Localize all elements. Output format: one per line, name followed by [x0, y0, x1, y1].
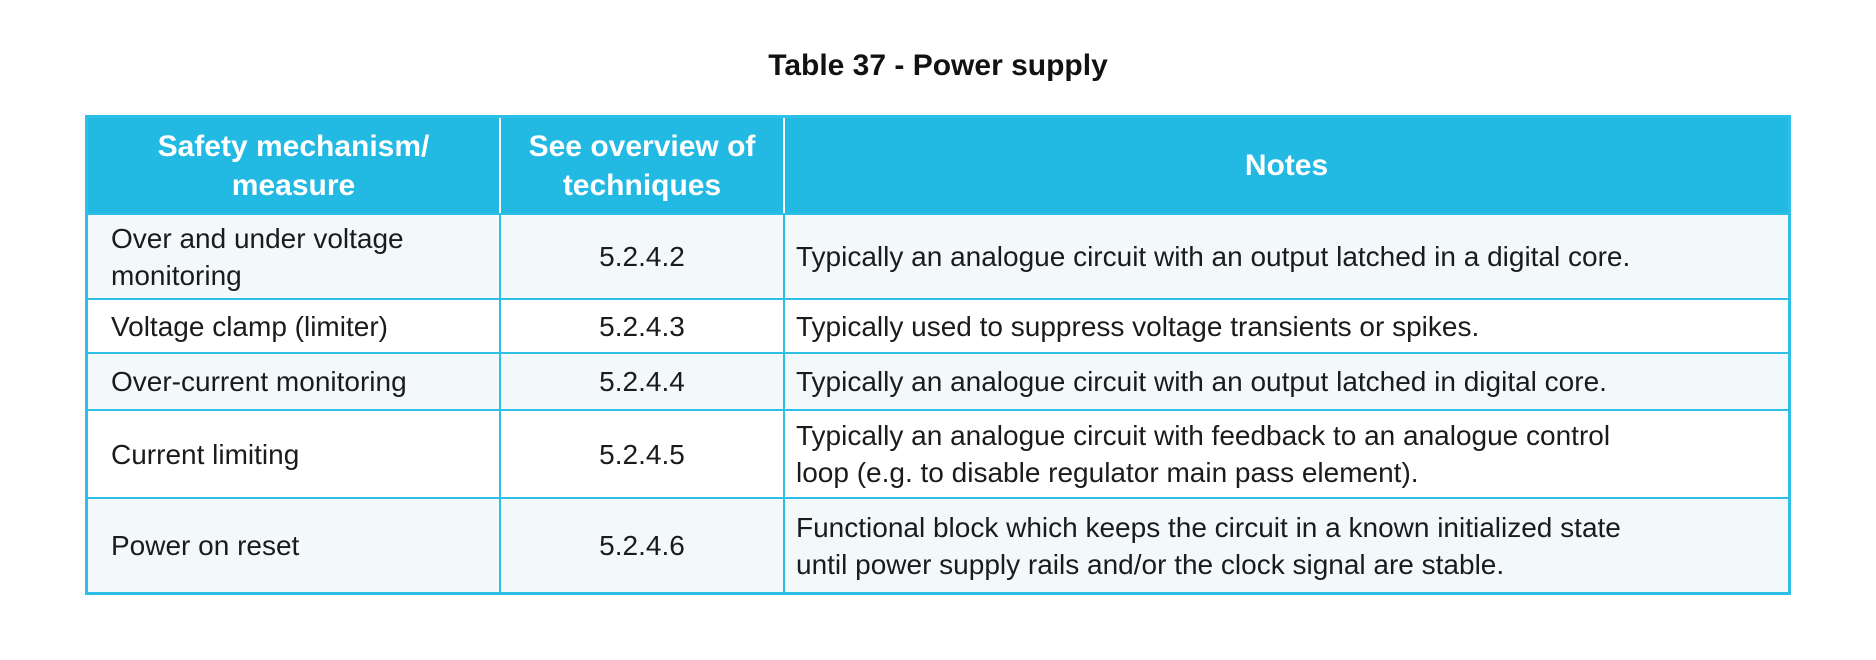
- cell-technique-ref: 5.2.4.5: [501, 409, 785, 497]
- header-safety-mechanism: Safety mechanism/ measure: [88, 118, 501, 213]
- cell-technique-ref: 5.2.4.6: [501, 497, 785, 592]
- cell-notes: Typically used to suppress voltage trans…: [785, 298, 1788, 352]
- cell-notes: Typically an analogue circuit with feedb…: [785, 409, 1788, 497]
- cell-technique-ref: 5.2.4.2: [501, 213, 785, 298]
- cell-mechanism: Current limiting: [88, 409, 501, 497]
- table-row: Voltage clamp (limiter) 5.2.4.3 Typicall…: [88, 298, 1788, 352]
- cell-notes: Typically an analogue circuit with an ou…: [785, 352, 1788, 409]
- power-supply-table: Safety mechanism/ measure See overview o…: [85, 115, 1791, 595]
- header-row: Safety mechanism/ measure See overview o…: [88, 118, 1788, 213]
- cell-notes: Functional block which keeps the circuit…: [785, 497, 1788, 592]
- table-row: Over-current monitoring 5.2.4.4 Typicall…: [88, 352, 1788, 409]
- header-notes: Notes: [785, 118, 1788, 213]
- table-row: Over and under voltage monitoring 5.2.4.…: [88, 213, 1788, 298]
- table-caption: Table 37 - Power supply: [768, 49, 1108, 82]
- table-row: Power on reset 5.2.4.6 Functional block …: [88, 497, 1788, 592]
- cell-mechanism: Power on reset: [88, 497, 501, 592]
- cell-notes: Typically an analogue circuit with an ou…: [785, 213, 1788, 298]
- cell-mechanism: Voltage clamp (limiter): [88, 298, 501, 352]
- cell-technique-ref: 5.2.4.3: [501, 298, 785, 352]
- header-see-overview-of-techniques: See overview of techniques: [501, 118, 785, 213]
- cell-technique-ref: 5.2.4.4: [501, 352, 785, 409]
- cell-mechanism: Over-current monitoring: [88, 352, 501, 409]
- table-row: Current limiting 5.2.4.5 Typically an an…: [88, 409, 1788, 497]
- cell-mechanism: Over and under voltage monitoring: [88, 213, 501, 298]
